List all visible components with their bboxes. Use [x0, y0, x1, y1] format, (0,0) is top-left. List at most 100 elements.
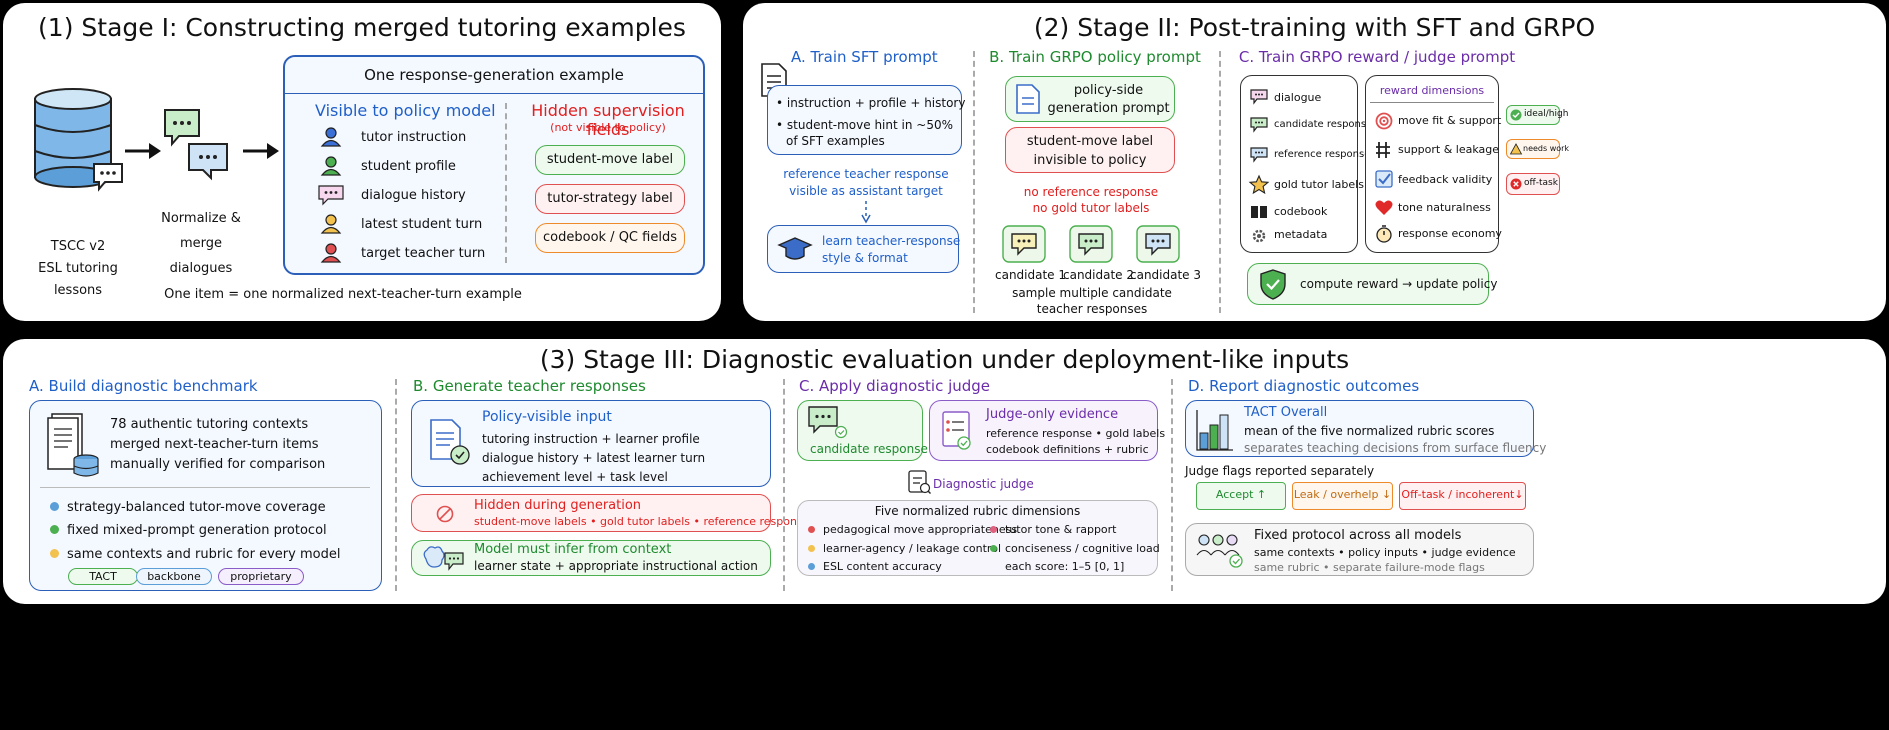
reward-dimension: feedback validity: [1398, 173, 1493, 186]
rubric-score-range: each score: 1–5 [0, 1]: [1005, 560, 1125, 573]
flag-ideal: ideal/high: [1506, 105, 1568, 125]
benchmark-box: 78 authentic tutoring contexts merged ne…: [29, 400, 382, 591]
infer-context-box: Model must infer from context learner st…: [411, 540, 771, 576]
stage2-title: (2) Stage II: Post-training with SFT and…: [1033, 13, 1596, 42]
hidden-generation-line: student-move labels • gold tutor labels …: [474, 515, 810, 528]
sft-title: A. Train SFT prompt: [791, 48, 938, 66]
candidate-1-icon: [1002, 225, 1046, 263]
candidate-response-box: candidate response: [797, 400, 928, 461]
policy-visible-title: Policy-visible input: [482, 409, 612, 425]
flag-needs-work: needs work: [1506, 139, 1569, 159]
fixed-protocol-line: same rubric • separate failure-mode flag…: [1254, 561, 1485, 574]
reward-dimension: move fit & support: [1398, 114, 1502, 127]
reward-input: reference response: [1274, 149, 1371, 160]
tact-overall-line: separates teaching decisions from surfac…: [1244, 441, 1547, 455]
reward-dimensions-box: reward dimensions move fit & support sup…: [1365, 75, 1502, 253]
gear-icon: [1252, 229, 1266, 243]
models-group-icon: [1196, 534, 1243, 568]
flag-needs-work-text: needs work: [1523, 144, 1570, 153]
graduation-cap-icon: [777, 237, 813, 260]
timer-icon: [1376, 225, 1392, 243]
star-icon: [1248, 174, 1270, 195]
policy-visible-line: tutoring instruction + learner profile: [482, 432, 700, 446]
flag-off-task: Off-task / incoherent↓: [1399, 482, 1526, 510]
visible-title: Visible to policy model: [315, 101, 496, 120]
candidate-label: candidate 1: [995, 268, 1067, 282]
candidate-response-icon: [1250, 117, 1268, 133]
policy-visible-line: dialogue history + latest learner turn: [482, 451, 706, 465]
reward-dimension: support & leakage: [1398, 143, 1500, 156]
judge-title: C. Apply diagnostic judge: [799, 377, 991, 395]
bar-chart-icon: [1196, 410, 1233, 451]
diagnostic-judge-label: Diagnostic judge: [933, 477, 1034, 491]
rubric-dimension: conciseness / cognitive load: [990, 542, 1160, 555]
rubric-dimension: ESL content accuracy: [808, 560, 942, 573]
reward-input: candidate response: [1274, 119, 1373, 130]
judge-clipboard-icon: [908, 470, 931, 494]
chat-bubbles-icon: [164, 109, 228, 181]
infer-context-title: Model must infer from context: [474, 542, 672, 557]
rubric-dimensions-box: Five normalized rubric dimensions pedago…: [797, 500, 1160, 576]
close-circle-icon: [1510, 178, 1522, 190]
reward-dimensions-title: reward dimensions: [1379, 84, 1485, 97]
book-icon: [1251, 206, 1267, 218]
reward-dimension: tone naturalness: [1398, 201, 1491, 214]
warning-icon: [1509, 143, 1523, 155]
student-move-label-box: student-move label: [535, 145, 685, 175]
person-icon: [320, 127, 342, 147]
fixed-protocol-box: Fixed protocol across all models same co…: [1185, 523, 1534, 576]
tact-overall-title: TACT Overall: [1244, 405, 1328, 420]
sft-prompt-box: • instruction + profile + history • stud…: [767, 85, 965, 155]
compute-reward-box: compute reward → update policy: [1247, 263, 1497, 305]
stage1-footer: One item = one normalized next-teacher-t…: [164, 287, 522, 302]
hidden-title: Hidden supervision fields: [531, 101, 685, 139]
judge-flags-title: Judge flags reported separately: [1185, 464, 1375, 478]
flag-ideal-text: ideal/high: [1524, 109, 1569, 119]
scaffold-icon: [1376, 142, 1390, 158]
example-box: One response-generation example Visible …: [283, 55, 705, 275]
reward-input: gold tutor labels: [1274, 178, 1364, 191]
rubric-dimensions-title: Five normalized rubric dimensions: [874, 504, 1081, 518]
policy-visible-line: achievement level + task level: [482, 470, 668, 484]
person-icon: [320, 156, 342, 176]
stage3-panel: (3) Stage III: Diagnostic evaluation und…: [3, 339, 1886, 604]
arrow-right-icon: [125, 143, 161, 159]
brain-chat-icon: [423, 546, 464, 571]
reward-inputs-box: dialogue candidate response reference re…: [1240, 75, 1372, 253]
fixed-protocol-title: Fixed protocol across all models: [1254, 528, 1462, 543]
check-circle-icon: [1510, 109, 1522, 121]
heart-icon: [1375, 200, 1393, 215]
shield-check-icon: [1260, 269, 1286, 300]
candidate-response-label: candidate response: [810, 442, 928, 456]
tag-backbone: backbone: [136, 568, 212, 585]
target-icon: [1375, 112, 1393, 130]
rubric-dimension: pedagogical move appropriateness: [808, 523, 1017, 536]
database-icon: [34, 88, 112, 188]
generate-title: B. Generate teacher responses: [413, 377, 646, 395]
hidden-generation-title: Hidden during generation: [474, 498, 642, 513]
stage3-title: (3) Stage III: Diagnostic evaluation und…: [539, 345, 1350, 374]
judge-evidence-line: reference response • gold labels: [986, 427, 1166, 440]
benchmark-desc: merged next-teacher-turn items: [110, 437, 319, 452]
hidden-generation-box: Hidden during generation student-move la…: [411, 494, 809, 532]
document-icon: [1016, 84, 1040, 114]
rubric-document-icon: [942, 411, 971, 450]
tag-proprietary: proprietary: [218, 568, 304, 585]
rubric-dimension: tutor tone & rapport: [990, 523, 1117, 536]
stage2-panel: (2) Stage II: Post-training with SFT and…: [743, 3, 1886, 321]
person-icon: [320, 243, 342, 263]
sft-bullet: of SFT examples: [786, 134, 885, 148]
candidate-label: candidate 2: [1063, 268, 1135, 282]
judge-evidence-title: Judge-only evidence: [986, 407, 1119, 422]
reference-response-icon: [1250, 147, 1268, 163]
judge-evidence-box: Judge-only evidence reference response •…: [929, 400, 1165, 461]
tutor-strategy-label-box: tutor-strategy label: [535, 184, 685, 214]
stage1-title: (1) Stage I: Constructing merged tutorin…: [38, 13, 686, 42]
compute-reward-text: compute reward → update policy: [1300, 277, 1498, 291]
